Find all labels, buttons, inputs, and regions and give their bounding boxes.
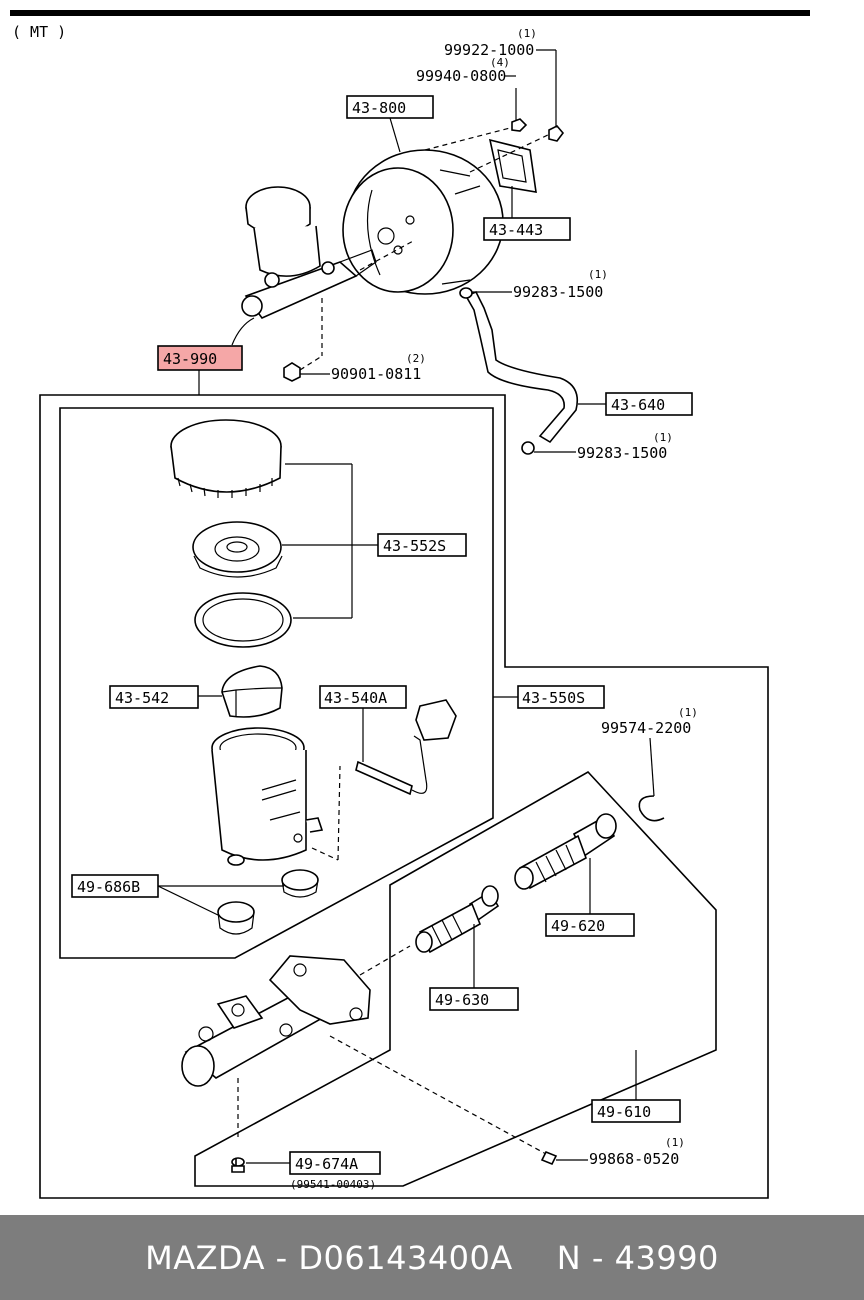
footer-bar: MAZDA - D06143400A N - 43990 xyxy=(0,1215,864,1300)
top-rule xyxy=(10,10,810,16)
bleeder-screw xyxy=(231,1158,245,1173)
reservoir-strainer xyxy=(192,521,283,578)
booster-gasket xyxy=(488,138,537,193)
svg-text:49-686B: 49-686B xyxy=(77,878,140,896)
svg-text:(1): (1) xyxy=(517,27,537,40)
reservoir-body xyxy=(211,727,324,866)
footer-part-code: MAZDA - D06143400A xyxy=(145,1238,513,1277)
variant-label: ( MT ) xyxy=(12,23,66,41)
vacuum-hose xyxy=(459,287,579,455)
callout-43-550S[interactable]: 43-550S xyxy=(517,685,605,709)
master-cylinder-assembly xyxy=(241,186,377,319)
callout-49-686B[interactable]: 49-686B xyxy=(71,874,159,898)
svg-text:(99541-00403): (99541-00403) xyxy=(290,1178,376,1191)
callout-49-674A[interactable]: 49-674A (99541-00403) xyxy=(289,1151,381,1191)
partnum-99922[interactable]: (1) 99922-1000 xyxy=(444,27,537,59)
svg-text:99283-1500: 99283-1500 xyxy=(513,283,603,301)
screw-99868 xyxy=(540,1150,558,1166)
partnum-90901[interactable]: (2) 90901-0811 xyxy=(331,352,426,383)
secondary-piston xyxy=(415,885,500,954)
svg-text:43-550S: 43-550S xyxy=(522,689,585,707)
primary-piston xyxy=(514,813,617,890)
svg-text:49-610: 49-610 xyxy=(597,1103,651,1121)
brake-booster xyxy=(342,149,504,295)
callout-49-610[interactable]: 49-610 xyxy=(591,1099,681,1123)
svg-text:(1): (1) xyxy=(653,431,673,444)
callout-49-630[interactable]: 49-630 xyxy=(429,987,519,1011)
svg-text:(1): (1) xyxy=(588,268,608,281)
svg-text:43-640: 43-640 xyxy=(611,396,665,414)
parts-diagram: ( MT ) xyxy=(10,10,810,1199)
svg-text:49-620: 49-620 xyxy=(551,917,605,935)
reservoir-cap xyxy=(170,419,282,498)
nut-99940 xyxy=(511,118,528,132)
partnum-99283-b[interactable]: (1) 99283-1500 xyxy=(577,431,673,462)
reservoir-float xyxy=(221,665,283,718)
partnum-99283-a[interactable]: (1) 99283-1500 xyxy=(513,268,608,301)
svg-text:(4): (4) xyxy=(490,56,510,69)
footer-ref: N - 43990 xyxy=(556,1238,719,1277)
svg-text:90901-0811: 90901-0811 xyxy=(331,365,421,383)
svg-text:(1): (1) xyxy=(678,706,698,719)
callout-43-443[interactable]: 43-443 xyxy=(483,217,571,241)
callout-43-800[interactable]: 43-800 xyxy=(346,95,434,119)
svg-text:43-990: 43-990 xyxy=(163,350,217,368)
svg-text:43-552S: 43-552S xyxy=(383,537,446,555)
svg-text:99922-1000: 99922-1000 xyxy=(444,41,534,59)
snap-ring xyxy=(638,795,665,822)
outer-frame xyxy=(39,394,769,1199)
o-ring xyxy=(231,1157,245,1167)
nut-99922 xyxy=(548,125,565,142)
svg-text:49-630: 49-630 xyxy=(435,991,489,1009)
svg-text:99940-0800: 99940-0800 xyxy=(416,67,506,85)
cylinder-frame xyxy=(194,770,717,1187)
partnum-99868[interactable]: (1) 99868-0520 xyxy=(589,1136,685,1168)
svg-text:99868-0520: 99868-0520 xyxy=(589,1150,679,1168)
svg-text:43-800: 43-800 xyxy=(352,99,406,117)
grommet-2 xyxy=(217,901,255,935)
inner-frame xyxy=(59,407,494,959)
fluid-level-sensor xyxy=(355,699,457,796)
callout-43-552S[interactable]: 43-552S xyxy=(377,533,467,557)
callout-43-990[interactable]: 43-990 xyxy=(157,345,243,371)
svg-text:(2): (2) xyxy=(406,352,426,365)
svg-text:99574-2200: 99574-2200 xyxy=(601,719,691,737)
svg-text:43-443: 43-443 xyxy=(489,221,543,239)
svg-text:43-542: 43-542 xyxy=(115,689,169,707)
svg-text:49-674A: 49-674A xyxy=(295,1155,358,1173)
cap-seal-ring xyxy=(194,592,292,648)
callout-49-620[interactable]: 49-620 xyxy=(545,913,635,937)
grommet-1 xyxy=(281,869,319,898)
nut-90901 xyxy=(283,362,301,382)
master-cylinder-body xyxy=(181,955,371,1087)
svg-text:43-540A: 43-540A xyxy=(324,689,387,707)
partnum-99574[interactable]: (1) 99574-2200 xyxy=(601,706,698,737)
callout-43-640[interactable]: 43-640 xyxy=(605,392,693,416)
partnum-99940[interactable]: (4) 99940-0800 xyxy=(416,56,510,85)
callout-43-542[interactable]: 43-542 xyxy=(109,685,199,709)
svg-text:(1): (1) xyxy=(665,1136,685,1149)
callout-43-540A[interactable]: 43-540A xyxy=(319,685,407,709)
svg-text:99283-1500: 99283-1500 xyxy=(577,444,667,462)
